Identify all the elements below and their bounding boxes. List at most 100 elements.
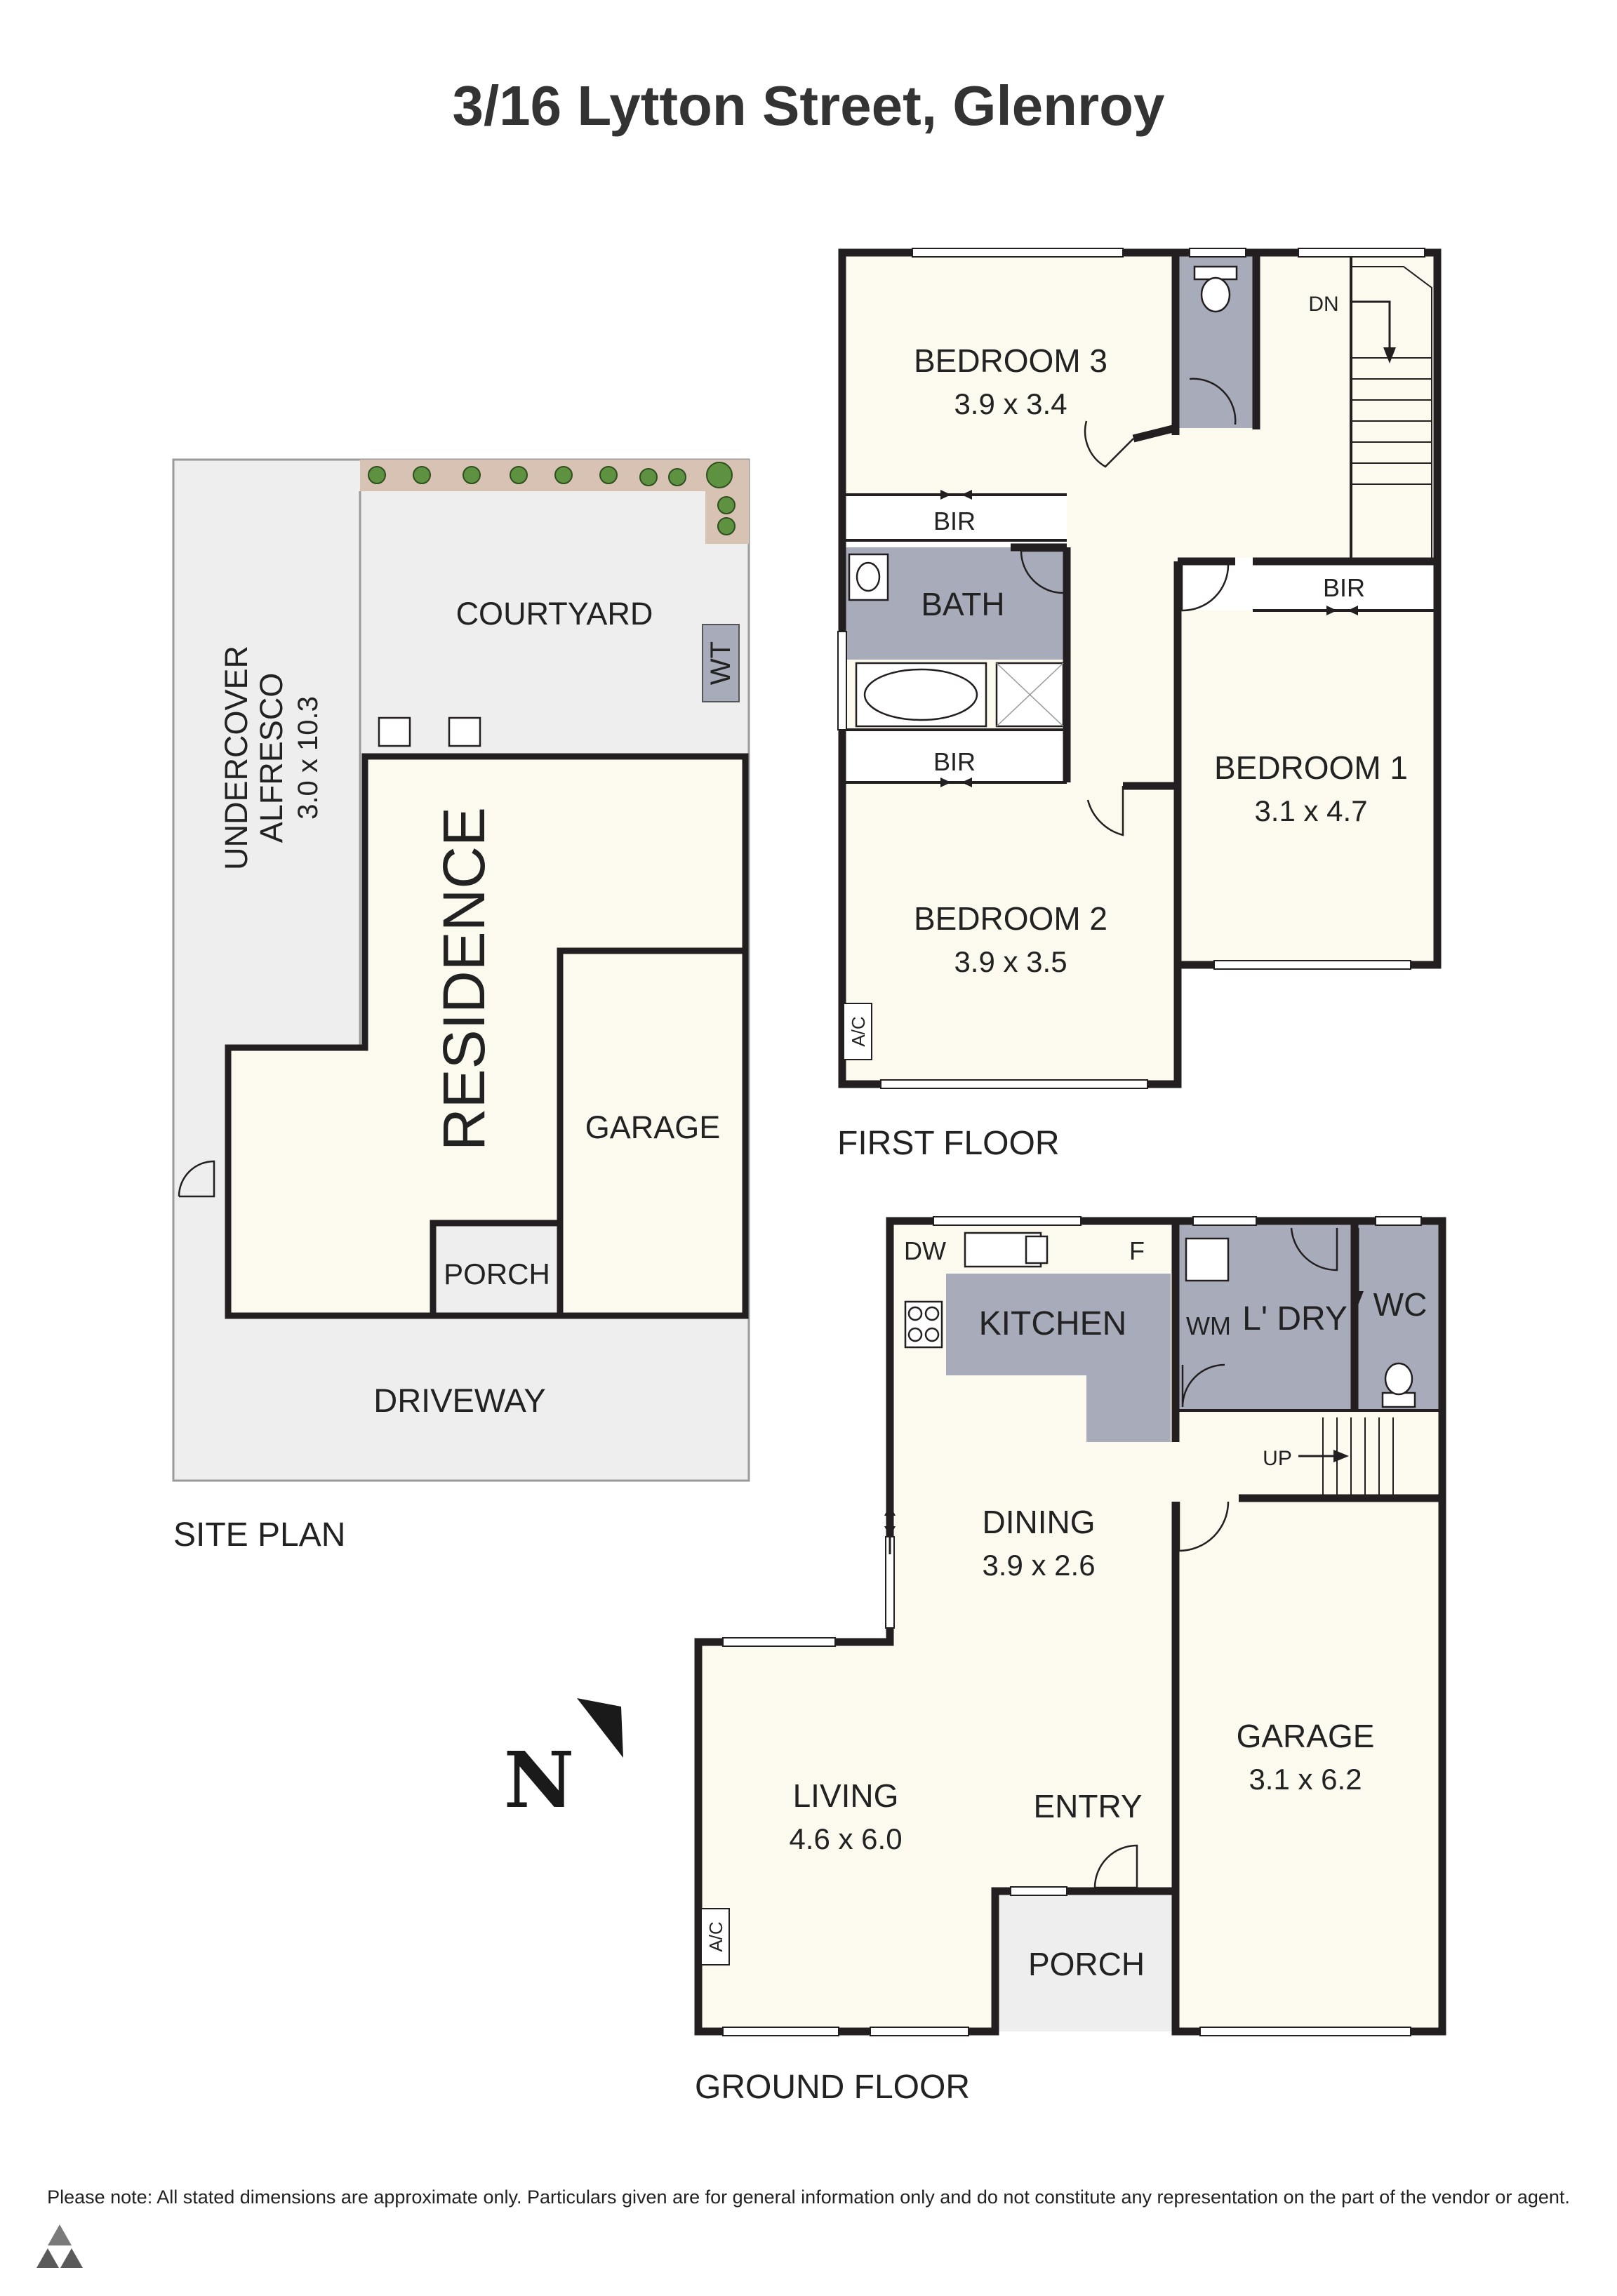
residence-label: RESIDENCE [431,807,497,1151]
garage-label: GARAGE [1237,1718,1375,1754]
basin-bowl-icon [856,561,881,592]
sink-icon [378,716,411,747]
arrow-up-icon [1333,1450,1349,1462]
laundry-tub-icon [1185,1237,1230,1282]
bir-label: BIR [1323,573,1365,602]
shrub-icon [599,466,618,484]
garden-bed-top [360,460,635,491]
hallway-area [1067,253,1437,782]
living-label: LIVING [793,1777,899,1814]
door-swing-icon [1086,786,1124,836]
site-garage-label: GARAGE [585,1109,721,1145]
driveway-label: DRIVEWAY [373,1382,545,1419]
bir-label: BIR [933,507,976,535]
ac-unit [700,1908,730,1965]
bedroom2-area [842,782,1178,1084]
shrub-icon [668,468,686,486]
bedroom1-area [1178,610,1437,965]
arrow-down-icon [1352,1291,1364,1305]
door-swing-icon [1180,564,1230,612]
site-porch-label: PORCH [444,1257,550,1290]
shrub-icon [706,462,733,488]
window [722,2027,839,2036]
courtyard-label: COURTYARD [456,596,653,632]
door-swing-icon [1093,1844,1138,1889]
stair-arrow [1351,300,1391,358]
site-plan: WT COURTYARD UNDERCOVER ALFRESCO 3.0 x 1… [172,458,750,1482]
site-porch [430,1220,564,1319]
shrub-icon [510,466,528,484]
shrub-icon [413,466,431,484]
fridge-label: F [1129,1236,1145,1265]
garage-dims: 3.1 x 6.2 [1249,1763,1362,1796]
toilet-icon [1384,1362,1413,1396]
burner-icons [907,1306,940,1342]
bir-bedroom1 [1260,561,1437,610]
ground-floor-area [698,1221,1442,2031]
toilet-icon [1200,276,1231,313]
bath-label: BATH [921,586,1004,622]
bedroom1-dims: 3.1 x 4.7 [1254,794,1367,827]
bir-bedroom3 [848,495,1067,540]
window [870,2027,969,2036]
bedroom2-dims: 3.9 x 3.5 [954,945,1067,978]
window [1298,248,1425,258]
window [1010,1886,1067,1896]
wall [1132,424,1177,443]
window [880,1079,1148,1089]
north-label: N [504,1735,575,1825]
entry-label: ENTRY [1033,1788,1142,1824]
shrub-icon [717,496,736,514]
window [933,1216,1082,1226]
disclaimer: Please note: All stated dimensions are a… [47,2187,1570,2208]
shrub-icon [463,466,481,484]
site-plan-heading: SITE PLAN [173,1516,345,1554]
alfresco-label-line2: ALFRESCO [253,673,289,843]
shrub-icon [717,517,736,535]
dining-label: DINING [983,1504,1096,1540]
window [1189,248,1246,258]
stair-up-label: UP [1263,1447,1292,1470]
site-garage [557,947,749,1319]
bir-label: BIR [933,747,976,776]
shrub-icon [639,468,658,486]
kitchen-bench [946,1274,1171,1442]
dining-dims: 3.9 x 2.6 [982,1549,1095,1582]
shrub-icon [368,466,386,484]
kitchen-label: KITCHEN [979,1305,1127,1342]
sink-icon [1025,1235,1049,1264]
first-floor-plan: BEDROOM 3 3.9 x 3.4 BIR BATH BIR BIR DN … [837,248,1442,1089]
bir-bedroom2 [848,737,1067,782]
bedroom2-label: BEDROOM 2 [914,900,1107,937]
window [1213,960,1411,970]
north-arrow-icon [577,1698,623,1758]
dishwasher-label: DW [904,1236,946,1265]
ground-floor-plan: DW F KITCHEN WM L' DRY WC UP DINING 3.9 … [694,1216,1446,2036]
water-tank-label: WT [705,641,736,685]
laundry-label: L' DRY [1242,1300,1348,1337]
door-swing-icon [1290,1227,1338,1272]
door-swing-icon [1189,378,1237,425]
bathtub-basin-icon [863,668,978,721]
living-dims: 4.6 x 6.0 [789,1822,902,1855]
wardrobe-marker-icons [940,490,1358,787]
window [912,248,1124,258]
bedroom3-dims: 3.9 x 3.4 [954,387,1067,420]
ac-label: A/C [705,1921,726,1951]
ground-floor-heading: GROUND FLOOR [695,2069,970,2106]
ac-label: A/C [848,1016,869,1046]
door-swing-icon [1020,549,1064,594]
window [722,1637,836,1647]
washing-machine-label: WM [1186,1311,1231,1340]
window [1375,1216,1422,1226]
sliding-door-icon [884,1526,896,1537]
stair-down-label: DN [1308,293,1338,316]
porch-label: PORCH [1028,1946,1145,1982]
sliding-door-icon [884,1505,896,1516]
first-floor-heading: FIRST FLOOR [837,1125,1059,1162]
arrow-down-icon [1383,347,1396,363]
window [1192,1216,1257,1226]
door-swing-icon [1084,420,1134,468]
bedroom1-label: BEDROOM 1 [1214,749,1408,786]
